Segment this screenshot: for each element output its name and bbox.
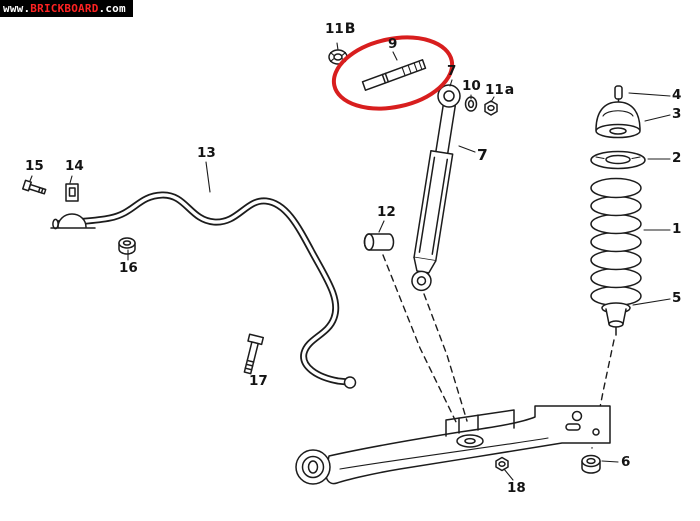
sway-bar-link-bolt bbox=[243, 333, 265, 375]
watermark-suffix: .com bbox=[98, 2, 126, 15]
bracket-nut bbox=[118, 237, 136, 255]
arm-mount-nut bbox=[581, 454, 601, 474]
spring-seat bbox=[590, 150, 646, 170]
coil-spring-assembly bbox=[590, 85, 646, 336]
leader-lines bbox=[29, 42, 671, 481]
sway-bar-bracket bbox=[50, 183, 96, 229]
watermark-brand: BRICKBOARD bbox=[30, 2, 99, 15]
watermark-banner: www.BRICKBOARD.com bbox=[0, 0, 133, 17]
shock-mount-shaft bbox=[361, 59, 427, 91]
upper-spring-mount bbox=[595, 101, 641, 139]
bump-stop bbox=[601, 302, 631, 336]
sway-bar bbox=[52, 191, 357, 389]
shock-bushing bbox=[363, 233, 395, 251]
mount-nut-a bbox=[484, 100, 498, 116]
coil-spring bbox=[590, 177, 642, 307]
trailing-arm bbox=[295, 405, 611, 485]
bracket-bolt bbox=[21, 179, 47, 195]
watermark-prefix: www. bbox=[3, 2, 31, 15]
red-highlight-circle bbox=[331, 35, 455, 111]
shock-absorber bbox=[411, 84, 461, 292]
